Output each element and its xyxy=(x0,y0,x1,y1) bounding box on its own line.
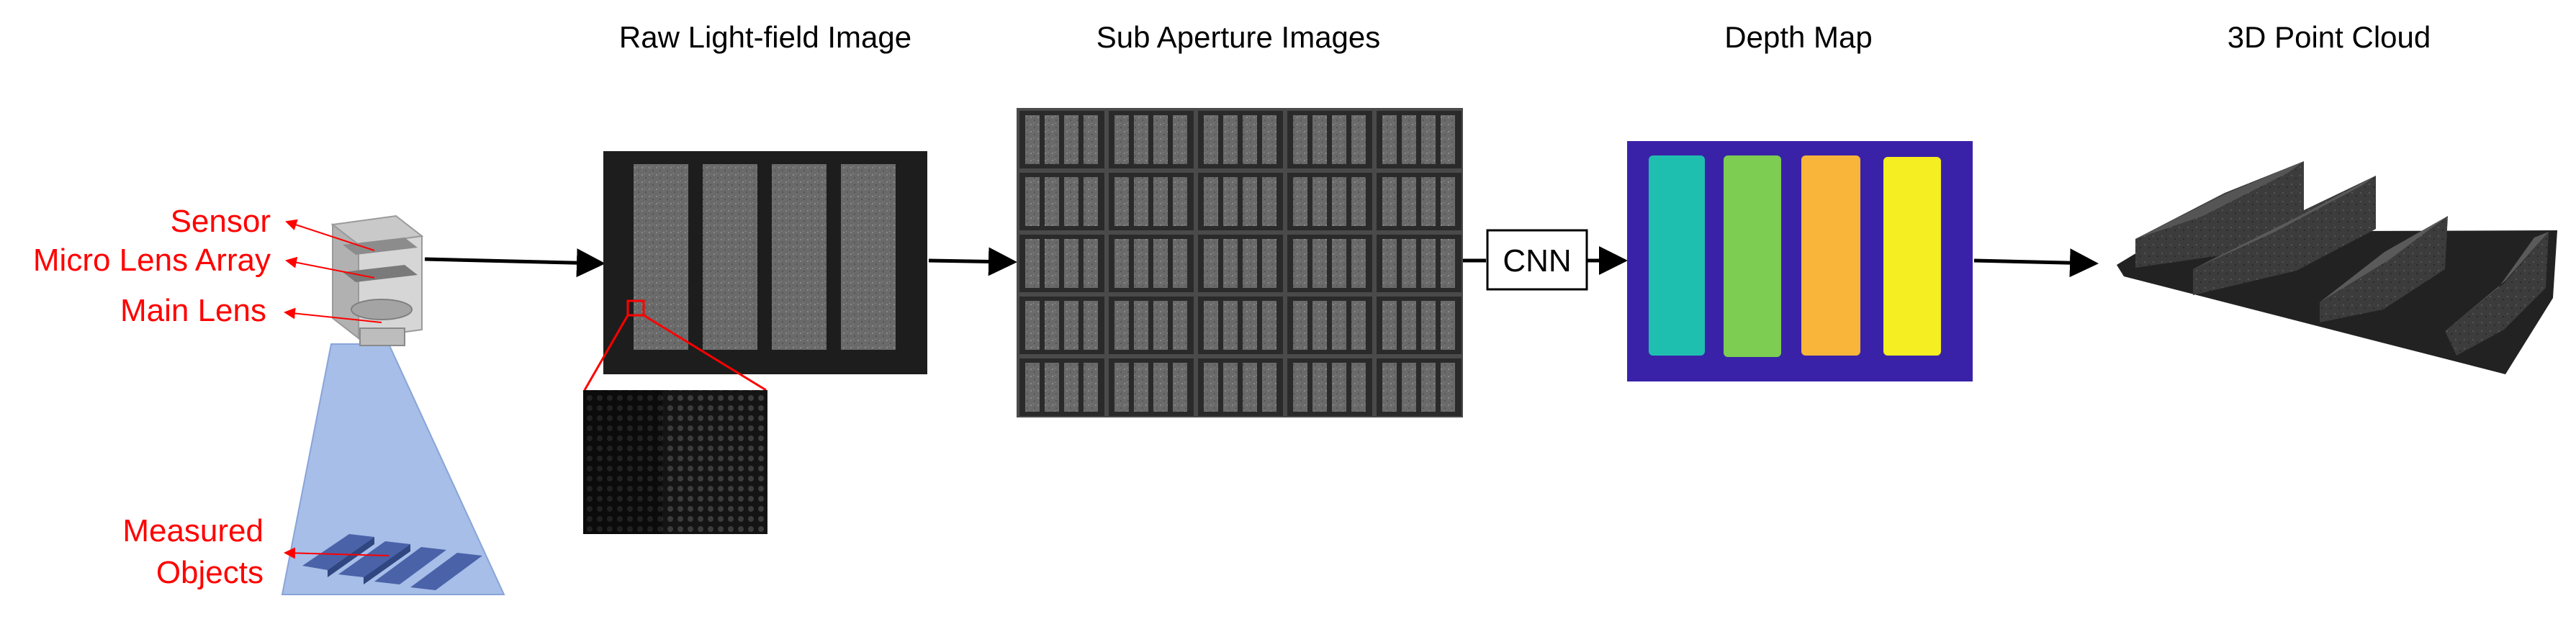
depth-bar-3 xyxy=(1801,155,1860,356)
sub-aperture-tile xyxy=(1109,358,1194,416)
measured-objects-icon xyxy=(302,534,482,590)
sub-aperture-tile xyxy=(1109,111,1194,168)
objects-label: Objects xyxy=(156,555,264,590)
main-lens xyxy=(351,299,413,320)
sub-aperture-tile xyxy=(1019,297,1104,354)
point-cloud-title: 3D Point Cloud xyxy=(2228,20,2431,54)
depth-bar-2 xyxy=(1724,155,1781,357)
micro-lens-zoom-inset xyxy=(583,390,767,534)
sub-aperture-tile xyxy=(1377,297,1462,354)
sub-aperture-tile xyxy=(1287,111,1372,168)
arrow-camera-to-raw xyxy=(424,248,605,278)
light-field-camera-icon xyxy=(330,214,424,346)
micro-lens-plate xyxy=(343,265,418,282)
sub-aperture-tile xyxy=(1019,111,1104,168)
depth-bar-1 xyxy=(1649,155,1705,356)
sub-aperture-tile xyxy=(1109,173,1194,230)
depth-bar-4 xyxy=(1883,157,1941,356)
sub-aperture-tile xyxy=(1109,297,1194,354)
cnn-label: CNN xyxy=(1503,243,1571,279)
sub-aperture-tile xyxy=(1019,173,1104,230)
depth-map-title: Depth Map xyxy=(1724,20,1872,54)
zoom-region-box xyxy=(626,299,645,317)
sub-aperture-tile xyxy=(1198,111,1283,168)
sub-aperture-tile xyxy=(1287,297,1372,354)
sub-aperture-tile xyxy=(1377,111,1462,168)
sub-aperture-tile xyxy=(1377,173,1462,230)
sub-aperture-tile xyxy=(1198,358,1283,416)
depth-map-image xyxy=(1627,141,1973,381)
sub-aperture-tile xyxy=(1377,235,1462,292)
sub-aperture-grid xyxy=(1017,108,1463,417)
sub-aperture-tile xyxy=(1198,235,1283,292)
sub-aperture-tile xyxy=(1019,235,1104,292)
zoom-lines xyxy=(583,314,767,392)
sensor-plate xyxy=(343,238,418,255)
measured-label: Measured xyxy=(122,513,264,548)
sensor-label: Sensor xyxy=(171,204,271,239)
raw-image-title: Raw Light-field Image xyxy=(619,20,911,54)
sub-aperture-tile xyxy=(1287,358,1372,416)
main-lens-label: Main Lens xyxy=(120,293,266,328)
sub-aperture-tile xyxy=(1198,297,1283,354)
sub-aperture-tile xyxy=(1377,358,1462,416)
micro-lens-array-label: Micro Lens Array xyxy=(33,243,271,278)
sub-aperture-tile xyxy=(1287,173,1372,230)
sub-aperture-tile xyxy=(1109,235,1194,292)
cnn-box xyxy=(1486,229,1588,291)
arrow-raw-to-sub xyxy=(928,247,1017,276)
sub-aperture-title: Sub Aperture Images xyxy=(1096,20,1381,54)
label-leader-lines xyxy=(284,219,389,559)
sub-aperture-tile xyxy=(1198,173,1283,230)
sub-aperture-tile xyxy=(1287,235,1372,292)
arrow-depth-to-cloud xyxy=(1973,248,2099,278)
point-cloud-render xyxy=(2117,161,2557,374)
raw-light-field-image xyxy=(603,151,927,374)
sub-aperture-tile xyxy=(1019,358,1104,416)
